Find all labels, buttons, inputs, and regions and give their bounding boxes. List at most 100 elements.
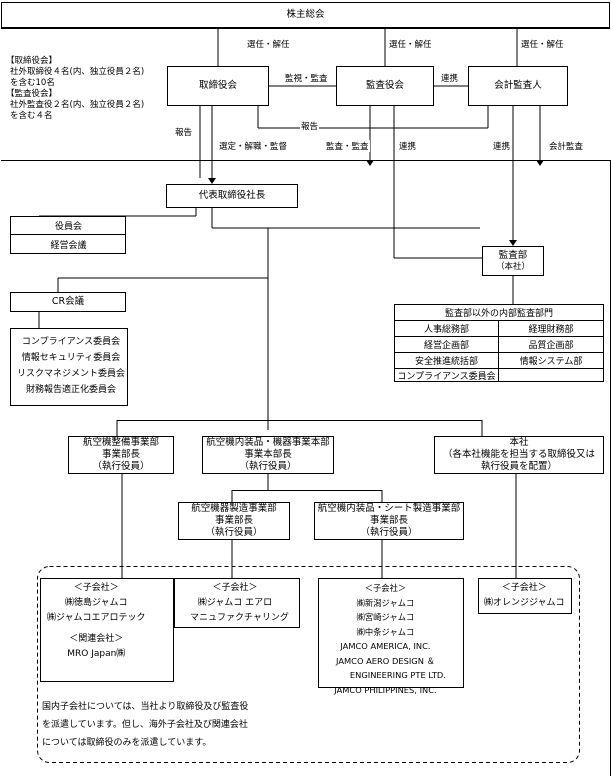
division-seat: 航空機内装品・シート製造事業部 事業部長 （執行役員） xyxy=(314,502,464,540)
shareholders-label: 株主総会 xyxy=(286,9,325,21)
label-monitor: 監視・監査 xyxy=(284,72,329,84)
label-elect-board: 選任・解任 xyxy=(246,38,291,50)
division-headquarters: 本社 （各本社機能を担当する取締役又は 執行役員を配置） xyxy=(434,436,604,474)
audit-department: 監査部 （本社） xyxy=(482,246,544,276)
audit-info-line1: 社外監査役２名(内、独立役員２名) xyxy=(10,100,145,111)
subs-heading: ＜子会社＞ xyxy=(364,583,407,593)
subsidiary-item: ㈱新潟ジャムコ xyxy=(356,597,415,608)
management-label: 経営会議 xyxy=(50,240,87,251)
internal-audit-cell: コンプライアンス委員会 xyxy=(395,369,499,382)
board-info-line1: 社外取締役４名(内、独立役員２名) xyxy=(10,67,145,78)
division-head: （各本社機能を担当する取締役又は xyxy=(442,449,595,461)
division-name: 本社 xyxy=(509,437,529,449)
division-name: 航空機内装品・シート製造事業部 xyxy=(317,503,461,515)
subs-list: ＜子会社＞ ㈱オレンジジャムコ xyxy=(484,581,565,611)
officers-meeting: 役員会 xyxy=(11,217,126,235)
label-coop2: 連携 xyxy=(398,140,418,152)
committee-item: コンプライアンス委員会 xyxy=(21,337,121,347)
subsidiary-item: ㈱中条ジャムコ xyxy=(356,626,415,637)
label-coop: 連携 xyxy=(440,72,460,84)
subsidiary-item: JAMCO AMERICA, INC. xyxy=(340,641,431,651)
president: 代表取締役社長 xyxy=(166,184,298,208)
management-meeting: 経営会議 xyxy=(11,235,126,253)
subsidiary-item: ㈱宮崎ジャムコ xyxy=(356,612,415,622)
board-info-heading: 【取締役会】 xyxy=(6,56,58,66)
shareholders-meeting: 株主総会 xyxy=(1,2,610,28)
board-info-line2: を含む10名 xyxy=(10,78,55,89)
committees-box: コンプライアンス委員会 情報セキュリティ委員会 リスクマネジメント委員会 財務報… xyxy=(10,328,128,406)
label-audit: 監査・監査 xyxy=(325,140,370,152)
subsidiaries-hq: ＜子会社＞ ㈱オレンジジャムコ xyxy=(478,578,572,614)
label-elect-acct: 選任・解任 xyxy=(520,38,565,50)
internal-audit-table: 監査部以外の内部監査部門 人事総務部 経理財務部 経営企画部 品質企画部 安全推… xyxy=(394,304,604,382)
division-role: （執行役員） xyxy=(360,526,418,538)
note-line: を派遣しています。但し、海外子会社及び関連会社 xyxy=(42,720,248,730)
cell-text: 経営企画部 xyxy=(423,341,469,351)
subsidiaries-manufacturing: ＜子会社＞ ㈱ジャムコ エアロ マニュファクチャリング xyxy=(174,578,300,628)
audit-info-line2: を含む４名 xyxy=(10,111,53,122)
division-role: （執行役員） xyxy=(205,526,263,538)
cr-label: CR会議 xyxy=(51,296,85,308)
affiliates-heading: ＜関連会社＞ xyxy=(69,634,124,644)
subsidiary-item: ㈱ジャムコ エアロ xyxy=(197,598,273,608)
subs-heading: ＜子会社＞ xyxy=(73,583,119,593)
label-acct-audit: 会計監査 xyxy=(548,140,585,152)
subs-list: ＜子会社＞ ㈱徳島ジャムコ ㈱ジャムコエアロテック ＜関連会社＞ MRO Jap… xyxy=(47,581,146,662)
internal-audit-cell: 品質企画部 xyxy=(499,337,603,353)
internal-audit-cell: 人事総務部 xyxy=(395,321,499,337)
cell-text: 経理財務部 xyxy=(528,325,574,335)
division-head: 事業部長 xyxy=(214,515,253,527)
internal-audit-cell: 情報システム部 xyxy=(499,353,603,369)
officers-block: 役員会 経営会議 xyxy=(10,216,126,254)
subsidiaries-maintenance: ＜子会社＞ ㈱徳島ジャムコ ㈱ジャムコエアロテック ＜関連会社＞ MRO Jap… xyxy=(40,578,174,682)
president-label: 代表取締役社長 xyxy=(198,190,266,202)
division-maintenance: 航空機整備事業部 事業部長 （執行役員） xyxy=(68,436,174,474)
internal-audit-title-text: 監査部以外の内部監査部門 xyxy=(444,309,553,319)
division-name: 航空機内装品・機器事業本部 xyxy=(206,437,330,449)
division-interior: 航空機内装品・機器事業本部 事業本部長 （執行役員） xyxy=(202,436,334,474)
cell-text: 安全推進統括部 xyxy=(414,357,478,367)
division-head: 事業本部長 xyxy=(244,449,292,461)
subsidiaries-seat: ＜子会社＞ ㈱新潟ジャムコ ㈱宮崎ジャムコ ㈱中条ジャムコ JAMCO AMER… xyxy=(318,578,464,695)
subsidiary-item: JAMCO PHILIPPINES, INC. xyxy=(334,684,437,695)
subsidiary-item: ㈱ジャムコエアロテック xyxy=(47,613,146,623)
division-manufacturing: 航空機器製造事業部 事業部長 （執行役員） xyxy=(178,502,290,540)
label-report-left: 報告 xyxy=(174,126,194,138)
subs-list: ＜子会社＞ ㈱新潟ジャムコ ㈱宮崎ジャムコ ㈱中条ジャムコ JAMCO AMER… xyxy=(325,581,446,697)
committee-item: 財務報告適正化委員会 xyxy=(26,385,117,395)
board-of-directors: 取締役会 xyxy=(167,66,269,106)
subs-list: ＜子会社＞ ㈱ジャムコ エアロ マニュファクチャリング xyxy=(181,581,289,626)
audit-info-heading: 【監査役会】 xyxy=(6,89,58,100)
label-coop3: 連携 xyxy=(492,140,512,152)
internal-audit-cell: 経営企画部 xyxy=(395,337,499,353)
subs-heading: ＜子会社＞ xyxy=(212,583,258,593)
subsidiary-item: マニュファクチャリング xyxy=(181,613,289,623)
division-name: 航空機整備事業部 xyxy=(82,437,159,449)
internal-audit-cell: 安全推進統括部 xyxy=(395,353,499,369)
note-line: 国内子会社については、当社より取締役及び監査役 xyxy=(42,702,249,712)
cell-text: コンプライアンス委員会 xyxy=(397,372,496,382)
dispatch-note: 国内子会社については、当社より取締役及び監査役 を派遣しています。但し、海外子会… xyxy=(42,698,248,752)
accounting-auditor-label: 会計監査人 xyxy=(494,80,542,92)
committee-item: 情報セキュリティ委員会 xyxy=(21,353,121,363)
division-head: 事業部長 xyxy=(369,515,408,527)
board-composition: 【取締役会】 社外取締役４名(内、独立役員２名) を含む10名 【監査役会】 社… xyxy=(6,56,144,122)
committee-list: コンプライアンス委員会 情報セキュリティ委員会 リスクマネジメント委員会 財務報… xyxy=(17,334,125,398)
cell-text: 人事総務部 xyxy=(423,325,469,335)
label-elect-audit: 選任・解任 xyxy=(388,38,433,50)
affiliate-item: MRO Japan㈱ xyxy=(67,649,126,659)
division-role: 執行役員を配置） xyxy=(480,460,557,472)
cr-meeting: CR会議 xyxy=(10,292,126,312)
accounting-auditor: 会計監査人 xyxy=(468,66,568,106)
committee-item: リスクマネジメント委員会 xyxy=(17,369,126,379)
officers-label: 役員会 xyxy=(54,222,82,232)
cell-text: 情報システム部 xyxy=(519,357,583,367)
audit-board: 監査役会 xyxy=(336,66,434,106)
audit-dept-sub: （本社） xyxy=(495,261,530,272)
audit-dept-label: 監査部 xyxy=(498,249,528,261)
division-role: （執行役員） xyxy=(239,460,297,472)
internal-audit-cell: 経理財務部 xyxy=(499,321,603,337)
board-label: 取締役会 xyxy=(198,80,237,92)
internal-audit-title: 監査部以外の内部監査部門 xyxy=(395,305,603,321)
subs-heading: ＜子会社＞ xyxy=(501,583,547,593)
